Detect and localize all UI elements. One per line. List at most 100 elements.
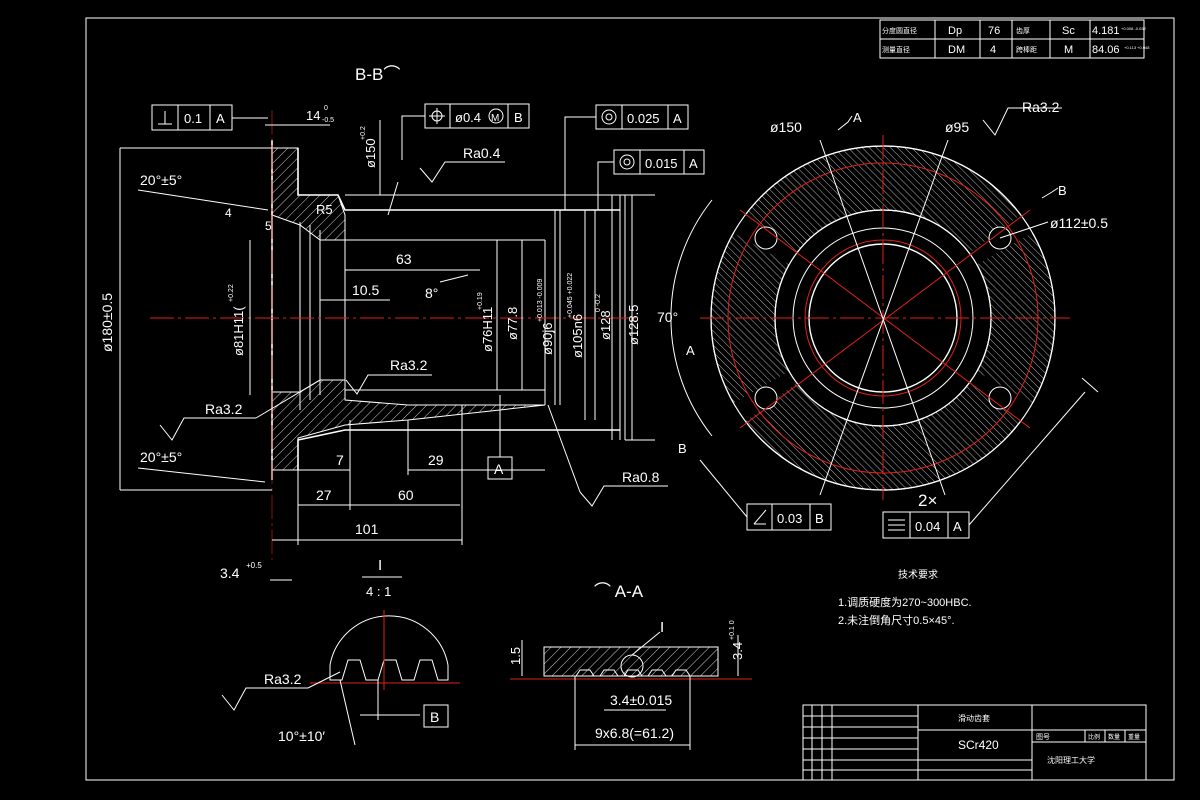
conc1-value: 0.025 (627, 111, 660, 126)
detail-id: I (378, 557, 382, 574)
detail-view-i: I 4 : 1 Ra3.2 10°±10′ B (221, 557, 460, 746)
param-r2c3: 4 (990, 44, 996, 56)
param-r1c2: Dp (948, 25, 962, 37)
cut-b-top: B (1058, 183, 1067, 198)
roughness-ra32-inner: Ra3.2 (390, 357, 428, 373)
symmetry-frame: 0.04 A (882, 391, 1086, 539)
front-dia-95: ø95 (945, 119, 969, 135)
title-drawing-no-label: 图号 (1036, 733, 1050, 741)
param-r2c5: M (1064, 44, 1073, 56)
pos-modifier: M (491, 113, 499, 124)
dim-dia-90-tol: +0.013 -0.009 (537, 278, 544, 322)
dim-dia-81-tol: +0.22 (228, 284, 235, 302)
title-school: 沈阳理工大学 (1047, 755, 1095, 765)
param-r2c2: DM (948, 44, 965, 56)
dim-dia-128: ø128 (598, 310, 613, 340)
front-angle-70: 70° (657, 309, 678, 325)
param-r2c1: 测量直径 (882, 45, 910, 54)
dim-dia-76-tol: +0.19 (477, 292, 484, 310)
aa-view: ⌒ A-A I 1.5 3.4 +0.1 0 3.4±0.015 9x6.8(=… (508, 582, 752, 750)
conc2-datum: A (689, 156, 698, 171)
param-r1c4: 齿厚 (1016, 27, 1030, 35)
dim-radius-r5: R5 (316, 202, 333, 217)
dim-len-63: 63 (396, 251, 412, 267)
note-2: 2.未注倒角尺寸0.5×45°. (838, 613, 955, 627)
title-label-2: 数量 (1108, 733, 1120, 741)
aa-dim-1-5: 1.5 (508, 647, 523, 665)
aa-dim-pitch: 9x6.8(=61.2) (595, 725, 674, 741)
conc1-datum: A (673, 111, 682, 126)
runout-value: 0.03 (777, 511, 802, 526)
concentricity-frame-1: 0.025 A (564, 104, 689, 210)
runout-frame: 0.03 B (699, 459, 832, 531)
pos-value: ø0.4 (455, 110, 481, 125)
cut-a-bottom: A (686, 343, 695, 358)
aa-dim-spacing: 3.4±0.015 (610, 692, 672, 708)
param-m-tol: +0.113 +0.048 (1124, 45, 1150, 50)
runout-datum: B (815, 511, 824, 526)
title-material: SCr420 (958, 738, 999, 752)
dim-len-3-4: 3.4 (220, 565, 240, 581)
roughness-ra32-face: Ra3.2 (205, 401, 243, 417)
dim-dia-150: ø150 (363, 138, 378, 168)
dim-flange-thk: 14 (306, 108, 320, 123)
perp-value: 0.1 (184, 111, 202, 126)
dim-len-3-4-tol: +0.5 (246, 561, 262, 570)
dim-len-7: 7 (336, 452, 344, 468)
sym-datum: A (953, 519, 962, 534)
dim-dia-76: ø76H11 (480, 307, 495, 352)
dim-dia-180: ø180±0.5 (99, 293, 115, 352)
roughness-ra08: Ra0.8 (622, 469, 660, 485)
dim-angle-8: 8° (425, 285, 438, 301)
dim-len-60: 60 (398, 487, 414, 503)
aa-label: ⌒ A-A (594, 582, 644, 601)
section-bb-label: B-B⌒ (355, 65, 400, 84)
position-tolerance-frame: ø0.4 M B (401, 103, 530, 160)
note-1: 1.调质硬度为270~300HBC. (838, 595, 972, 609)
front-dia-150: ø150 (770, 119, 802, 135)
cut-a-top: A (853, 110, 862, 125)
dim-dia-150-tol: +0.2 (360, 126, 367, 140)
dim-len-101: 101 (355, 521, 379, 537)
dim-dia-77-8: ø77.8 (505, 307, 520, 340)
param-r1c5: Sc (1062, 25, 1075, 37)
front-roughness: Ra3.2 (1022, 99, 1060, 115)
aa-detail-marker: I (660, 619, 664, 636)
datum-a-label: A (494, 461, 504, 477)
perp-tolerance-frame: 0.1 A (151, 104, 268, 131)
concentricity-frame-2: 0.015 A (597, 149, 705, 210)
dim-dia-90: ø90j6 (540, 322, 555, 355)
param-r1c6: 4.181 (1092, 25, 1120, 37)
parameter-table: 分度圆直径 Dp 76 齿厚 Sc 4.181 +0.008 -0.032 测量… (879, 19, 1150, 59)
cut-b-bottom: B (678, 441, 687, 456)
section-hatch-top (271, 147, 346, 241)
front-dia-112: ø112±0.5 (1050, 215, 1108, 231)
dim-len-10-5: 10.5 (352, 282, 379, 298)
dim-dia-81: ø81H11( (231, 306, 246, 356)
roughness-ra04: Ra0.4 (463, 145, 501, 161)
param-sc-tol: +0.008 -0.032 (1121, 26, 1147, 31)
title-part-name: 滑动齿套 (958, 713, 990, 723)
pos-datum: B (514, 110, 523, 125)
param-r1c1: 分度圆直径 (882, 26, 917, 35)
detail-datum-b: B (430, 709, 439, 725)
detail-angle: 10°±10′ (278, 728, 325, 744)
notes-title: 技术要求 (898, 568, 938, 581)
title-label-1: 比例 (1088, 733, 1100, 741)
param-r2c6: 84.06 (1092, 44, 1120, 56)
front-count: 2× (918, 491, 937, 510)
dim-dia-105: ø105n6 (570, 314, 585, 358)
param-r2c4: 跨棒距 (1016, 45, 1037, 54)
dim-chamfer-bottom: 20°±5° (140, 449, 182, 465)
dim-len-27: 27 (316, 487, 332, 503)
dim-len-5: 5 (265, 219, 272, 233)
dim-len-29: 29 (428, 452, 444, 468)
title-label-3: 重量 (1128, 733, 1140, 741)
dim-dia-105-tol: +0.045 +0.022 (567, 273, 574, 318)
param-r1c3: 76 (988, 25, 1000, 37)
dim-dia-128-5: ø128.5 (626, 305, 641, 345)
sym-value: 0.04 (915, 519, 940, 534)
section-bb-view: ø180±0.5 ø81H11( +0.22 ø76H11 +0.19 ø77.… (99, 103, 705, 581)
dim-chamfer-top: 20°±5° (140, 172, 182, 188)
